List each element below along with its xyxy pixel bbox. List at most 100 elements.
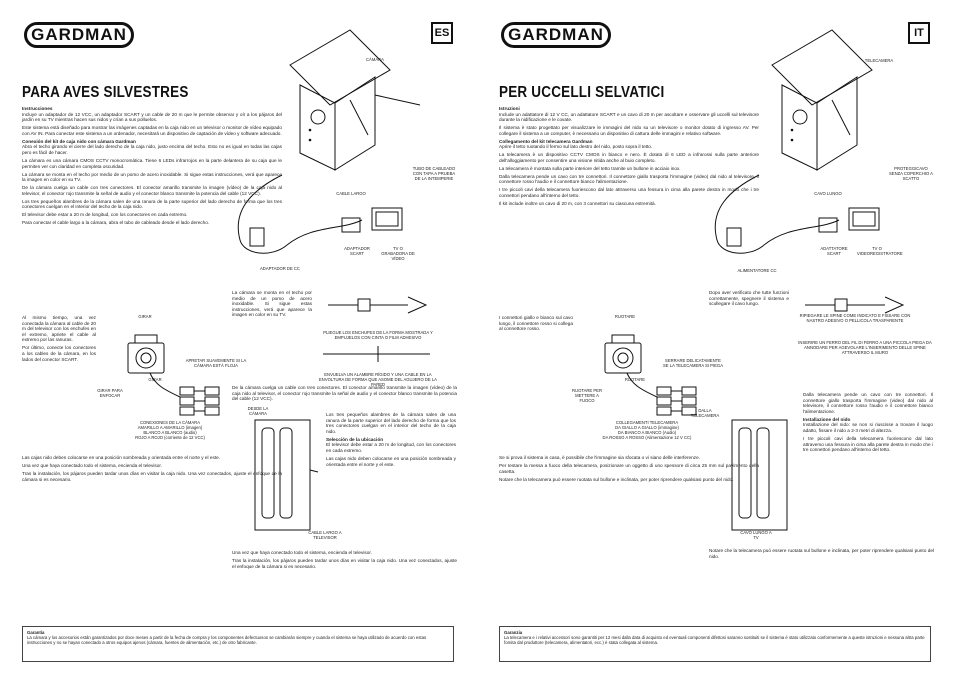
label-scart-adapter: ADAPTADOR SCART xyxy=(344,246,370,256)
label-rotate: GIRAR xyxy=(138,314,152,319)
label-from-camera: DALLA TELECAMERA xyxy=(690,408,720,418)
label-fold-plugs: RIPIEGARE LE SPINE COME INDICATO E FISSA… xyxy=(799,313,911,323)
label-camera-connections: COLLEGAMENTI TELECAMERA DA GIALLO A GIAL… xyxy=(602,420,692,440)
paragraph: El televisor debe estar a 20 m de longit… xyxy=(326,442,456,453)
label-camera-connections: CONEXIONES DE LA CÁMARA AMARILLO A AMARI… xyxy=(135,420,205,440)
warranty-text: La cámara y los accesorios están garanti… xyxy=(27,635,427,646)
label-insert-wire: INSERIRE UN FERRO DEL FIL DI FERRO A UNA… xyxy=(798,340,932,355)
label-fold-plugs: PLIEGUE LOS ENCHUFES DE LA FORMA MOSTRAD… xyxy=(323,330,433,340)
camera-connection-diagram xyxy=(127,334,220,416)
paragraph: Por último, conecte los conectores a los… xyxy=(22,345,96,362)
paragraph: La cámara es una cámara CMOS CCTV monocr… xyxy=(22,157,282,169)
paragraph: Dalla telecamera pende un cavo con tre c… xyxy=(499,173,759,185)
label-from-camera: DESDE LA CÁMARA xyxy=(247,406,269,416)
label-rotate-2: RUOTARE xyxy=(624,377,646,382)
instructions-bottom: Notare che la telecamera può essere ruot… xyxy=(709,548,934,562)
page-title: PER UCCELLI SELVATICI xyxy=(499,83,665,101)
page-es: GARDMAN ES PARA AVES SILVESTRES CÁMARA T… xyxy=(22,22,457,662)
paragraph: Una vez que haya conectado todo el siste… xyxy=(232,550,372,555)
page-it: GARDMAN IT PER UCCELLI SELVATICI TELECAM… xyxy=(477,0,954,675)
label-scart-adapter: ADATTATORE SCART xyxy=(820,246,848,256)
paragraph: Il sistema è stato progettato per visual… xyxy=(499,125,759,136)
paragraph: Tras la instalación, los pájaros pueden … xyxy=(232,557,457,569)
paragraph: La telecamera è un dispositivo CCTV CMOS… xyxy=(499,152,759,163)
warranty-heading: Garanzia xyxy=(504,630,523,635)
paragraph: Notare che la telecamera può essere ruot… xyxy=(709,548,934,559)
paragraph: La telecamera è montata sulla parte inte… xyxy=(499,165,681,171)
label-tv: TV O VIDEOREGISTRATORE xyxy=(857,246,903,256)
paragraph: Aprire il tetto ruotando il fermo sul la… xyxy=(499,144,653,150)
birdhouse-illustration xyxy=(771,29,873,171)
label-cable-tube: TUBO DE CABLEADO CON TAPA A PRUEBA DE LA… xyxy=(412,166,456,181)
instructions-column-lower: Las cajas nido deben colocarse en una po… xyxy=(22,455,282,485)
warranty-heading: Garantía xyxy=(27,630,45,635)
paragraph: Notare che la telecamera può essere ruot… xyxy=(499,476,734,482)
label-rotate-focus: GIRAR PARA ENFOCAR xyxy=(97,388,123,398)
camera-connection-diagram xyxy=(604,334,697,416)
brand-logo: GARDMAN xyxy=(501,22,611,48)
instructions-column-lower: Se si prova il sistema in casa, è possib… xyxy=(499,455,759,485)
cable-kit-illustration xyxy=(714,174,880,254)
plug-fold-diagram xyxy=(328,296,428,314)
section-heading: Installazione del nido xyxy=(803,416,851,422)
language-badge: ES xyxy=(431,22,453,44)
paragraph: Dopo aver verificato che tutte funzioni … xyxy=(709,290,789,307)
paragraph: Incluye un adaptador de 12 VCC, un adapt… xyxy=(22,111,282,123)
paragraph: Abra el techo girando el cierre del lado… xyxy=(22,144,282,155)
label-cable-to-tv: CABLE LARGO A TELEVISOR xyxy=(308,530,342,540)
section-heading: Instrucciones xyxy=(22,106,53,111)
paragraph: De la cámara cuelga un cable con tres co… xyxy=(232,385,457,402)
section-heading: Istruzioni xyxy=(499,106,520,111)
paragraph: Se si prova il sistema in casa, è possib… xyxy=(499,455,700,460)
paragraph: Installazione del nido: se non si riusci… xyxy=(803,422,933,433)
instructions-right-column: Los tres pequeños alambres de la cámara … xyxy=(326,412,456,470)
warranty-box: Garantía La cámara y los accesorios está… xyxy=(22,626,454,662)
paragraph: Los tres pequeños alambres de la cámara … xyxy=(22,198,282,210)
paragraph: La cámara se monta en el techo por medio… xyxy=(232,290,312,318)
instructions-right-column: Dalla telecamera pende un cavo con tre c… xyxy=(803,392,933,455)
label-camera: TELECAMERA xyxy=(864,58,894,63)
warranty-text: La telecamera e i relativi accessori son… xyxy=(504,635,925,646)
paragraph: Tras la instalación, los pájaros pueden … xyxy=(22,470,282,482)
label-cable-to-tv: CAVO LUNGO A TV xyxy=(740,530,772,540)
instructions-bottom: Una vez que haya conectado todo el siste… xyxy=(232,550,457,572)
label-rotate: RUOTARE xyxy=(614,314,636,319)
instructions-right: Dopo aver verificato che tutte funzioni … xyxy=(709,290,789,309)
paragraph: De la cámara cuelga un cable con tres co… xyxy=(22,185,282,196)
label-long-cable: CAVO LUNGO xyxy=(814,191,842,196)
label-cable-protector: PROTEGGICAVO SENZA COPERCHIO A SCATTO xyxy=(889,166,933,181)
label-long-cable: CABLE LARGO xyxy=(336,191,366,196)
paragraph: Las cajas nido deben colocarse en una po… xyxy=(326,455,456,467)
paragraph: La cámara se monta en el techo por medio… xyxy=(22,171,282,183)
label-rotate-focus: RUOTARE PER METTERE A FUOCO xyxy=(572,388,602,403)
brand-logo: GARDMAN xyxy=(24,22,134,48)
label-wrap-wire: ENVUELVA UN ALAMBRE RÍGIDO Y UNA CABLE E… xyxy=(319,372,437,387)
language-badge: IT xyxy=(908,22,930,44)
label-tv: TV O GRABADORA DE VÍDEO xyxy=(381,246,415,261)
instructions-column-narrow: Al mismo tiempo, una vez conectada la cá… xyxy=(22,315,96,365)
instructions-column-narrow: I connettori giallo e bianco sul cavo lu… xyxy=(499,315,573,334)
paragraph: Al mismo tiempo, una vez conectada la cá… xyxy=(22,315,97,343)
plug-fold-diagram xyxy=(805,296,905,314)
label-dc-power: ALIMENTATORE CC xyxy=(737,268,777,273)
wall-insert-diagram xyxy=(323,346,430,362)
label-rotate-2: GIRAR xyxy=(148,377,162,382)
paragraph: El televisor debe estar a 20 m de longit… xyxy=(22,212,188,218)
paragraph: Las cajas nido deben colocarse en una po… xyxy=(22,455,221,460)
birdhouse-illustration xyxy=(289,29,421,171)
nest-wall-diagram xyxy=(254,419,319,531)
nest-wall-diagram xyxy=(731,419,788,531)
paragraph: Para conectar el cable largo a la cámara… xyxy=(22,220,210,226)
paragraph: Este sistema está diseñado para mostrar … xyxy=(22,125,282,136)
paragraph: I tre piccoli cavi della telecamera fuor… xyxy=(803,435,933,453)
paragraph: Per testare la messa a fuoco della telec… xyxy=(499,462,759,474)
paragraph: Dalla telecamera pende un cavo con tre c… xyxy=(803,392,933,414)
section-heading: Selección de la ubicación xyxy=(326,436,384,442)
instructions-right-lower: De la cámara cuelga un cable con tres co… xyxy=(232,385,457,404)
paragraph: Include un adattatore di 12 V CC, un ada… xyxy=(499,111,759,123)
instructions-right: La cámara se monta en el techo por medio… xyxy=(232,290,312,320)
paragraph: Los tres pequeños alambres de la cámara … xyxy=(326,412,456,434)
paragraph: I connettori giallo e bianco sul cavo lu… xyxy=(499,315,573,332)
